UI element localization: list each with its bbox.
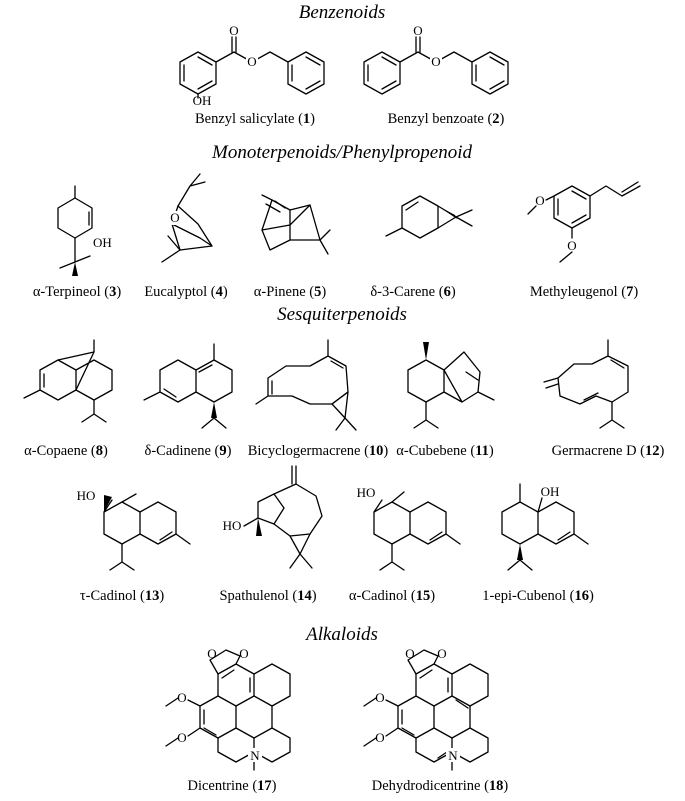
label-dicentrine: Dicentrine (17) (188, 778, 277, 794)
atom-dioxole-oxygen: O (239, 646, 248, 661)
structure-germacrene-d (543, 339, 629, 429)
label-tau-cadinol: τ-Cadinol (13) (80, 588, 165, 604)
structure-alpha-terpineol: OH (57, 185, 112, 276)
structure-tau-cadinol: HO (77, 488, 191, 571)
atom-methoxy-oxygen: O (535, 193, 544, 208)
section-title-monoterpenoids: Monoterpenoids/Phenylpropenoid (211, 142, 472, 163)
atom-dioxole-oxygen: O (207, 646, 216, 661)
atom-hydroxyl: HO (357, 485, 376, 500)
structure-dicentrine: O O O O N (165, 646, 291, 771)
atom-methoxy-oxygen: O (177, 730, 186, 745)
label-1-epi-cubenol: 1-epi-Cubenol (16) (482, 588, 594, 604)
section-title-alkaloids: Alkaloids (304, 624, 378, 645)
label-alpha-cubebene: α-Cubebene (11) (396, 443, 494, 459)
label-benzyl-benzoate: Benzyl benzoate (2) (388, 111, 505, 127)
atom-hydroxyl: HO (77, 488, 96, 503)
atom-methoxy-oxygen: O (375, 730, 384, 745)
atom-methoxy-oxygen: O (567, 238, 576, 253)
atom-ether-oxygen: O (170, 210, 179, 225)
label-bicyclogermacrene: Bicyclogermacrene (10) (248, 443, 389, 459)
atom-dioxole-oxygen: O (405, 646, 414, 661)
atom-nitrogen: N (250, 748, 260, 763)
structure-spathulenol: HO (223, 465, 323, 569)
atom-ester-oxygen: O (247, 54, 256, 69)
structure-bicyclogermacrene (255, 339, 357, 431)
structure-dehydrodicentrine: O O O O N (363, 646, 489, 771)
label-delta-3-carene: δ-3-Carene (6) (370, 284, 456, 300)
structure-benzyl-benzoate: O O (363, 23, 509, 95)
atom-methoxy-oxygen: O (375, 690, 384, 705)
structure-delta-cadinene (143, 343, 233, 429)
label-alpha-terpineol: α-Terpineol (3) (33, 284, 121, 300)
atom-hydroxyl: OH (193, 93, 212, 108)
structure-alpha-copaene (23, 339, 113, 423)
atom-methoxy-oxygen: O (177, 690, 186, 705)
atom-ester-oxygen: O (431, 54, 440, 69)
label-eucalyptol: Eucalyptol (4) (144, 284, 228, 300)
structure-benzyl-salicylate: O O OH (179, 23, 325, 108)
label-alpha-copaene: α-Copaene (8) (24, 443, 108, 459)
label-delta-cadinene: δ-Cadinene (9) (145, 443, 232, 459)
section-title-sesquiterpenoids: Sesquiterpenoids (277, 304, 407, 325)
atom-hydroxyl: OH (541, 484, 560, 499)
atom-carbonyl-oxygen: O (229, 23, 238, 38)
structure-1-epi-cubenol: OH (501, 483, 589, 571)
section-title-benzenoids: Benzenoids (299, 2, 386, 23)
structure-eucalyptol: O (161, 173, 213, 263)
atom-carbonyl-oxygen: O (413, 23, 422, 38)
atom-nitrogen: N (448, 748, 458, 763)
label-alpha-pinene: α-Pinene (5) (254, 284, 327, 300)
label-germacrene-d: Germacrene D (12) (552, 443, 665, 459)
structure-methyleugenol: O O (527, 181, 641, 263)
atom-hydroxyl: HO (223, 518, 242, 533)
label-benzyl-salicylate: Benzyl salicylate (1) (195, 111, 315, 127)
label-alpha-cadinol: α-Cadinol (15) (349, 588, 435, 604)
structure-alpha-cubebene (407, 342, 495, 429)
structure-alpha-pinene (261, 194, 331, 255)
label-spathulenol: Spathulenol (14) (219, 588, 316, 604)
atom-hydroxyl: OH (93, 235, 112, 250)
structure-delta-3-carene (385, 195, 473, 239)
label-dehydrodicentrine: Dehydrodicentrine (18) (372, 778, 509, 794)
atom-dioxole-oxygen: O (437, 646, 446, 661)
structure-alpha-cadinol: HO (357, 485, 461, 571)
label-methyleugenol: Methyleugenol (7) (530, 284, 639, 300)
